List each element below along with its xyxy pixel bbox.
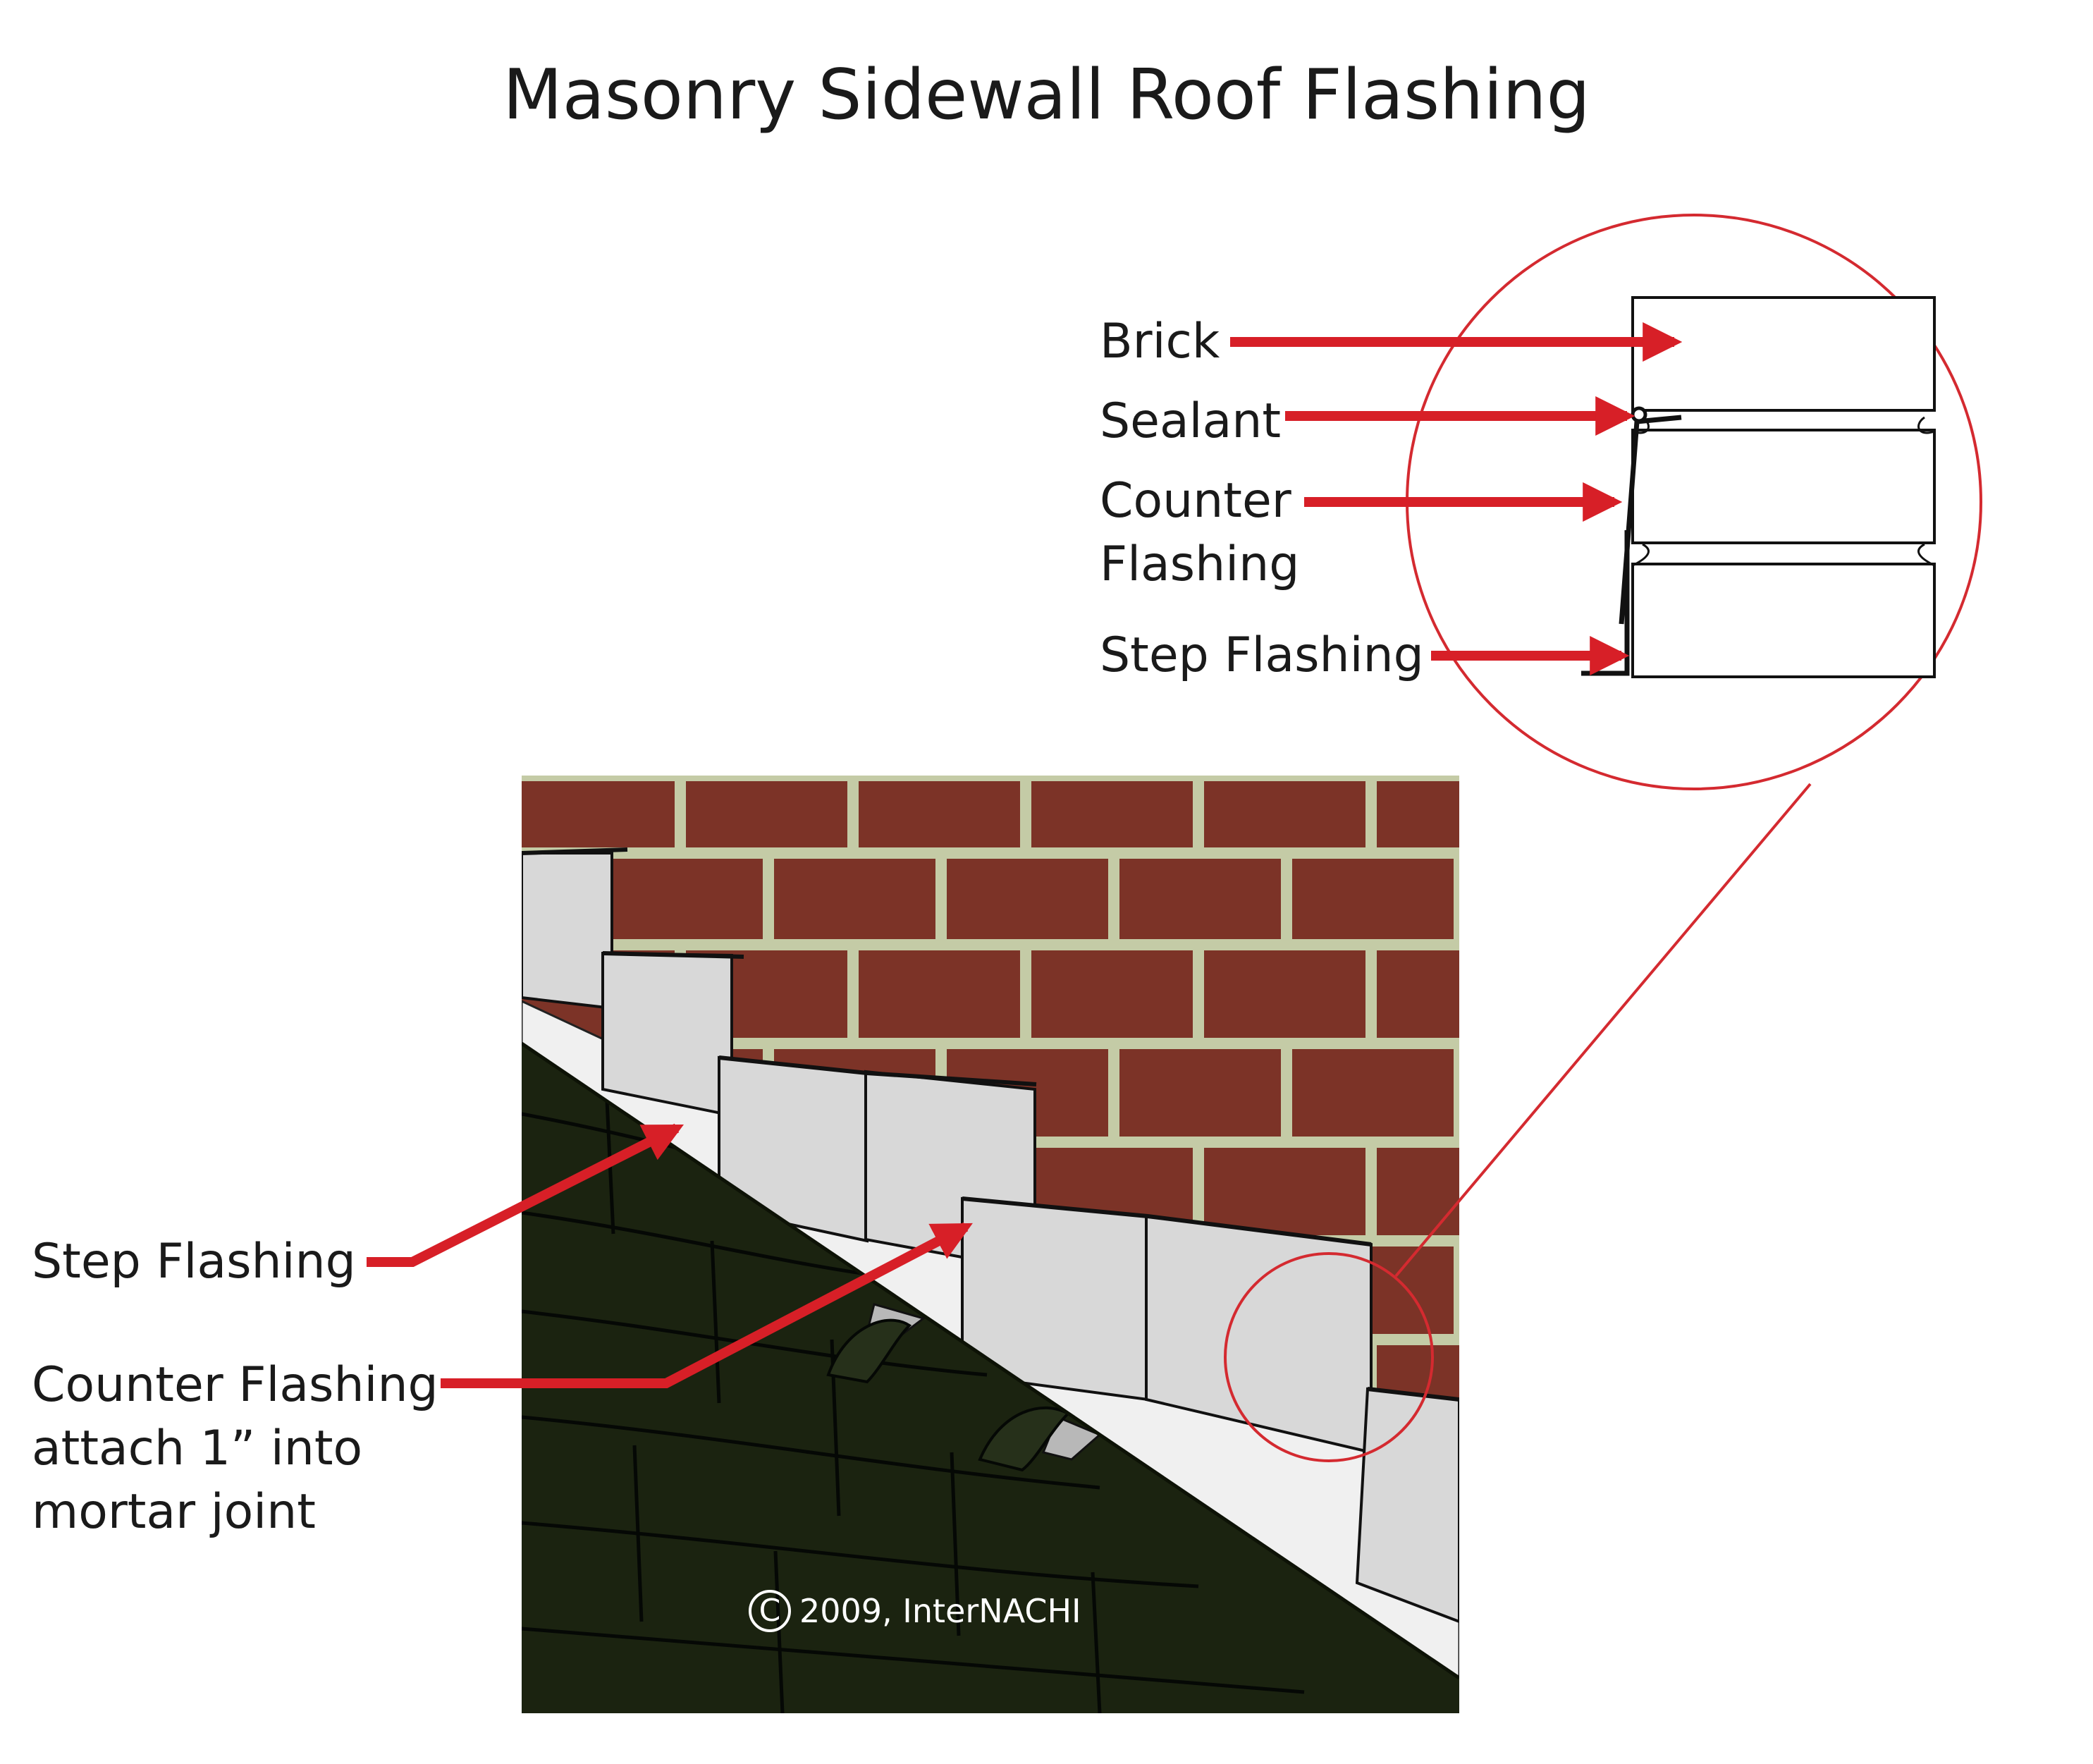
arrow-step-scene [367, 1123, 684, 1267]
label-counter-scene-line2: attach 1” into [32, 1421, 363, 1476]
label-counter-line1: Counter [1100, 473, 1291, 529]
label-sealant: Sealant [1100, 393, 1281, 449]
diagram-title: Masonry Sidewall Roof Flashing [503, 55, 1590, 135]
scene-callout-circle [1224, 1252, 1434, 1462]
shingle-rolls [826, 1318, 1071, 1472]
copyright-symbol: C [749, 1590, 791, 1632]
label-step-scene: Step Flashing [32, 1234, 356, 1290]
counter-flashing-panels [522, 852, 1459, 1624]
label-counter-scene-line1: Counter Flashing [32, 1357, 438, 1413]
label-step-detail: Step Flashing [1100, 627, 1424, 683]
label-brick: Brick [1100, 314, 1220, 369]
label-counter-line2: Flashing [1100, 537, 1300, 592]
callout-connector [1394, 783, 1812, 1278]
copyright-text: 2009, InterNACHI [799, 1592, 1081, 1630]
callout-arrows [367, 322, 1683, 1388]
label-counter-scene-line3: mortar joint [32, 1484, 316, 1540]
copyright-notice: C 2009, InterNACHI [749, 1590, 1081, 1632]
sealant-bead [1631, 406, 1647, 423]
roof-scene [522, 776, 1459, 1713]
arrow-counter-scene [441, 1222, 973, 1388]
counter-flashing-lips [522, 847, 1459, 1402]
detail-bricks [1631, 296, 1936, 678]
